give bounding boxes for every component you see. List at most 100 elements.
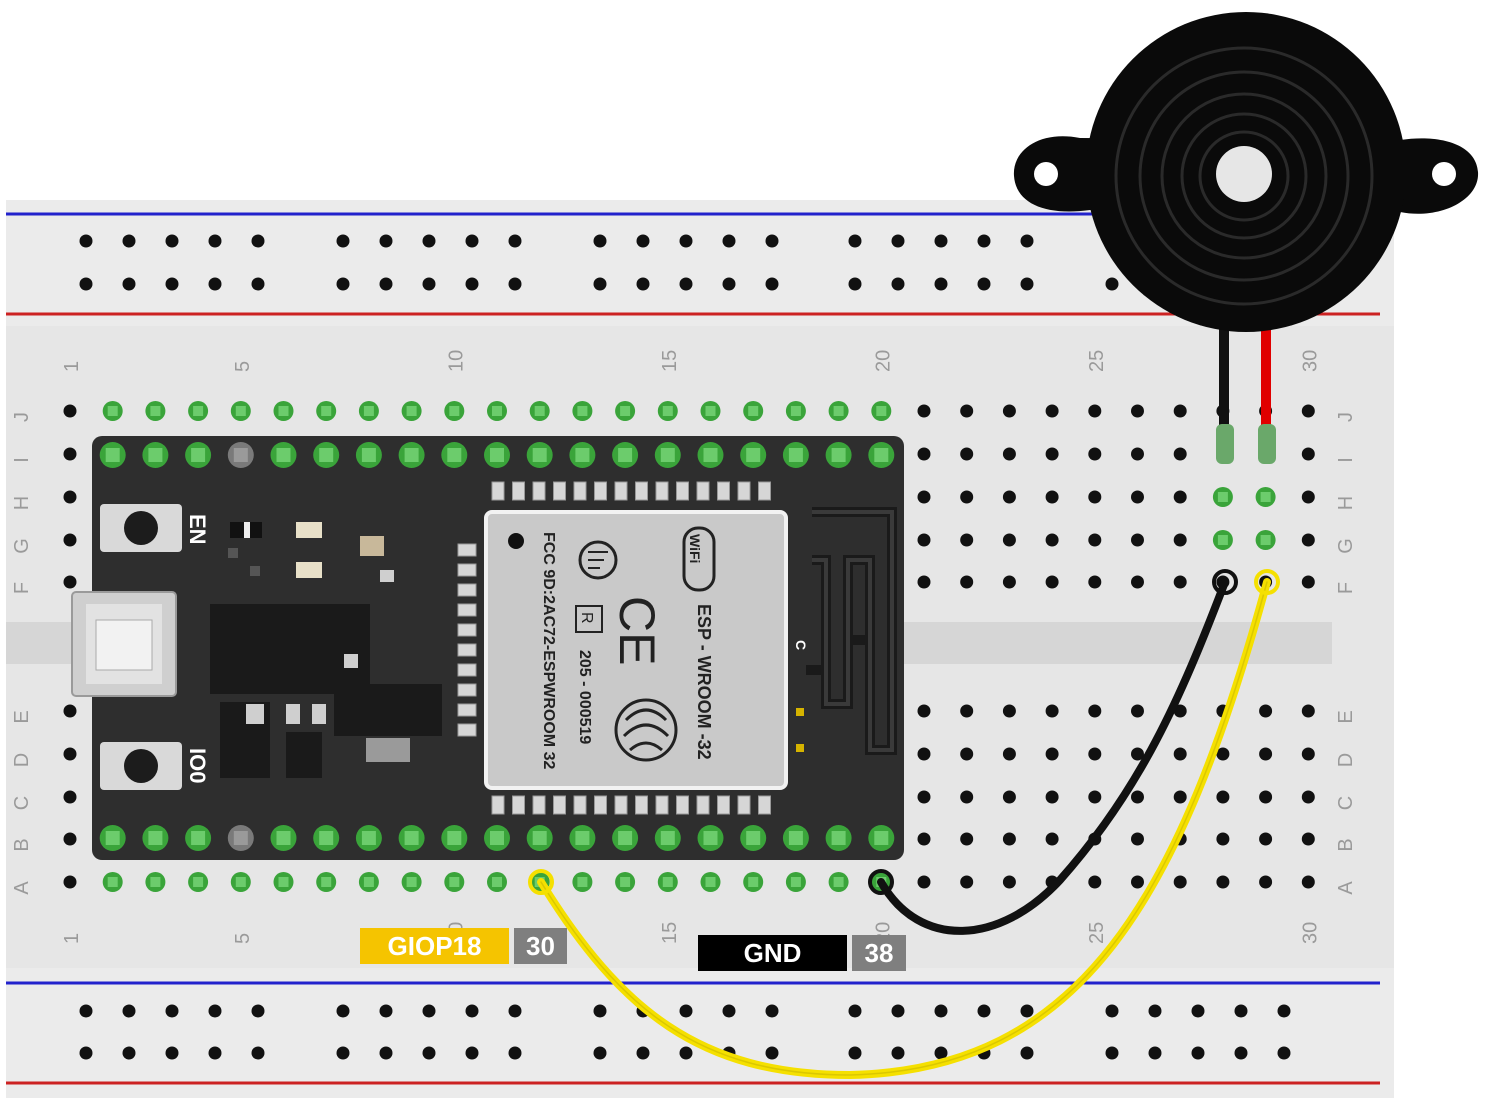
module-pad xyxy=(614,481,628,501)
module-pad xyxy=(553,481,566,501)
wire-end-black-end xyxy=(1212,569,1238,595)
rail-hole xyxy=(891,1004,905,1018)
io0-button[interactable] xyxy=(100,742,182,790)
rail-hole xyxy=(1020,234,1034,248)
column-number-top: 10 xyxy=(445,350,467,372)
row-letter-right: A xyxy=(1335,881,1357,895)
rail-hole xyxy=(465,277,479,291)
rail-hole xyxy=(891,1046,905,1060)
rail-hole xyxy=(679,1004,693,1018)
breadboard-hole xyxy=(1045,490,1059,504)
row-letter-left: J xyxy=(11,412,33,422)
breadboard-hole xyxy=(917,747,931,761)
breadboard-hole xyxy=(1301,704,1315,718)
header-pin-center xyxy=(788,448,803,462)
r-mark: R xyxy=(575,605,603,633)
wifi-logo-text: WiFi xyxy=(687,534,703,563)
rail-hole xyxy=(122,1004,136,1018)
module-pad xyxy=(635,795,648,815)
breadboard-hole xyxy=(63,747,77,761)
pin-hole-green-center xyxy=(662,406,673,416)
row-letter-left: C xyxy=(11,796,33,810)
module-pad xyxy=(532,795,546,815)
wire-end-yellow-end xyxy=(1254,569,1280,595)
rail-hole xyxy=(593,234,607,248)
breadboard-hole xyxy=(1301,533,1315,547)
rail-hole xyxy=(1234,1004,1248,1018)
rail-hole xyxy=(508,1046,522,1060)
module-pad xyxy=(457,603,477,617)
header-pin-center xyxy=(532,831,547,845)
pin-hole-green-center xyxy=(577,877,588,887)
column-number-top: 1 xyxy=(61,361,83,372)
header-pin-center xyxy=(191,448,206,462)
rail-hole xyxy=(208,1004,222,1018)
breadboard-hole xyxy=(1301,832,1315,846)
breadboard-bottom-rail-strip xyxy=(6,968,1394,1098)
buzzer-lead-black xyxy=(1219,320,1229,450)
pin-hole-green-center xyxy=(705,877,716,887)
header-pin-center xyxy=(319,831,334,845)
breadboard-hole xyxy=(1002,447,1016,461)
row-letter-right: C xyxy=(1335,796,1357,810)
pin-hole-green-center xyxy=(492,406,502,416)
module-pad xyxy=(717,481,730,501)
breadboard-hole xyxy=(1002,575,1016,589)
rail-hole xyxy=(1277,1004,1291,1018)
column-number-bottom: 1 xyxy=(61,933,83,944)
rail-hole xyxy=(765,277,779,291)
breadboard-hole xyxy=(1088,875,1102,889)
wire-end-yellow-start xyxy=(528,869,554,895)
rail-hole xyxy=(848,1004,862,1018)
breadboard-hole xyxy=(1045,575,1059,589)
row-letter-right: B xyxy=(1335,838,1357,851)
breadboard-hole xyxy=(1173,790,1187,804)
header-pin-center xyxy=(874,831,889,845)
gnd-pin-number: 38 xyxy=(852,935,906,971)
breadboard-hole xyxy=(63,790,77,804)
header-pin-center xyxy=(447,448,462,462)
en-button[interactable] xyxy=(100,504,182,552)
row-letter-right: I xyxy=(1335,457,1357,463)
rail-hole xyxy=(636,1046,650,1060)
en-button-label: EN xyxy=(185,514,210,545)
module-pad xyxy=(655,795,669,815)
rail-hole xyxy=(765,1046,779,1060)
pin-hole-green-center xyxy=(705,406,716,416)
header-pin-center xyxy=(831,831,846,845)
row-letter-right: H xyxy=(1335,496,1357,510)
module-pads xyxy=(457,481,771,815)
rail-hole xyxy=(379,1046,393,1060)
row-letter-right: F xyxy=(1335,582,1357,594)
breadboard-hole xyxy=(1088,447,1102,461)
pin-hole-green-center xyxy=(406,406,417,416)
row-letter-right: J xyxy=(1335,412,1357,422)
module-pad xyxy=(717,795,730,815)
pin-hole-green-center xyxy=(620,406,631,416)
breadboard-hole xyxy=(917,533,931,547)
breadboard-hole xyxy=(1131,790,1144,804)
rail-hole xyxy=(722,1004,736,1018)
breadboard-hole xyxy=(1301,575,1315,589)
breadboard-hole xyxy=(1301,447,1315,461)
breadboard-hole xyxy=(1216,747,1230,761)
header-pin-center xyxy=(703,831,718,845)
header-pin-center xyxy=(660,831,675,845)
rail-hole xyxy=(208,277,222,291)
module-pad xyxy=(594,795,607,815)
breadboard-hole xyxy=(917,832,931,846)
gpio18-label: GIOP18 xyxy=(360,928,509,964)
rail-hole xyxy=(1020,277,1034,291)
breadboard-hole xyxy=(63,875,77,889)
module-pad xyxy=(635,481,648,501)
header-pin-center xyxy=(746,831,761,845)
breadboard-hole xyxy=(1259,704,1273,718)
rail-hole xyxy=(165,277,179,291)
rail-hole xyxy=(165,234,179,248)
breadboard-hole xyxy=(63,447,77,461)
breadboard-hole xyxy=(917,875,931,889)
rail-hole xyxy=(208,1046,222,1060)
rail-hole xyxy=(79,1046,93,1060)
module-pad xyxy=(512,795,525,815)
breadboard-hole xyxy=(1002,490,1016,504)
